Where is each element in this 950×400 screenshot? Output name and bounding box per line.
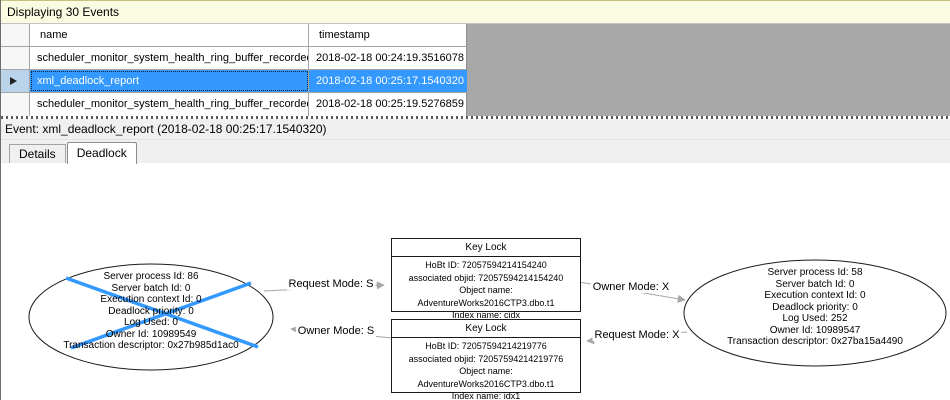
row-header-gutter[interactable] (1, 47, 30, 69)
process-node-survivor-text[interactable]: Server process Id: 58 Server batch Id: 0… (684, 267, 946, 348)
process-attr: Server process Id: 58 (767, 267, 863, 278)
row-header-gutter[interactable] (1, 70, 30, 92)
edge-label-request-mode-s: Request Mode: S (286, 278, 376, 290)
lock-attr: Object name: AdventureWorks2016CTP3.dbo.… (417, 366, 555, 389)
events-grid-area: name timestamp scheduler_monitor_system_… (1, 24, 950, 116)
process-node-victim[interactable] (28, 263, 274, 371)
lock-node-cidx[interactable]: Key Lock HoBt ID: 72057594214154240 asso… (391, 238, 581, 320)
lock-attr: Object name: AdventureWorks2016CTP3.dbo.… (417, 285, 555, 308)
process-attr: Log Used: 0 (124, 317, 178, 328)
process-node-victim-text[interactable]: Server process Id: 86 Server batch Id: 0… (29, 271, 273, 352)
event-timestamp-cell[interactable]: 2018-02-18 00:25:17.1540320 (309, 70, 467, 92)
detail-tabstrip: Details Deadlock (1, 140, 950, 164)
lock-attr: associated objid: 72057594214154240 (408, 272, 564, 283)
process-attr: Execution context Id: 0 (764, 290, 866, 301)
process-attr: Owner Id: 10989549 (105, 328, 197, 340)
event-timestamp-cell[interactable]: 2018-02-18 00:24:19.3516078 (316, 52, 465, 64)
grid-empty-filler (467, 24, 950, 116)
lock-attr: Index name: idx1 (451, 391, 521, 400)
event-header-text: Event: xml_deadlock_report (2018-02-18 0… (5, 122, 327, 136)
pane-splitter[interactable] (1, 116, 950, 119)
events-count-text: Displaying 30 Events (7, 5, 120, 19)
row-header-gutter[interactable] (1, 93, 30, 116)
tab-details[interactable]: Details (9, 144, 66, 163)
lock-node-title: Key Lock (392, 320, 580, 338)
process-attr: Deadlock priority: 0 (772, 301, 858, 313)
process-attr: Transaction descriptor: 0x27b985d1ac0 (63, 340, 239, 351)
process-attr: Server batch Id: 0 (111, 282, 191, 294)
process-attr: Deadlock priority: 0 (108, 305, 194, 317)
table-row-selected[interactable]: xml_deadlock_report 2018-02-18 00:25:17.… (1, 70, 467, 93)
edge-label-owner-mode-s: Owner Mode: S (295, 325, 377, 337)
event-name-cell[interactable]: xml_deadlock_report (30, 70, 309, 92)
lock-attr: HoBt ID: 72057594214154240 (425, 260, 547, 270)
current-row-arrow-icon (10, 77, 17, 85)
process-attr: Log Used: 252 (782, 313, 848, 324)
event-name-cell[interactable]: scheduler_monitor_system_health_ring_buf… (30, 47, 309, 69)
events-grid: name timestamp scheduler_monitor_system_… (1, 24, 467, 116)
process-attr: Server batch Id: 0 (775, 278, 855, 290)
lock-node-title: Key Lock (392, 239, 580, 257)
lock-node-idx1[interactable]: Key Lock HoBt ID: 72057594214219776 asso… (391, 319, 581, 400)
process-attr: Execution context Id: 0 (100, 294, 202, 305)
process-attr: Owner Id: 10989547 (769, 324, 861, 336)
process-attr: Server process Id: 86 (103, 271, 199, 282)
lock-attr: associated objid: 72057594214219776 (408, 353, 564, 364)
column-header-name[interactable]: name (30, 24, 309, 46)
grid-header-corner (1, 24, 30, 46)
event-header-bar: Event: xml_deadlock_report (2018-02-18 0… (1, 119, 950, 140)
table-row[interactable]: scheduler_monitor_system_health_ring_buf… (1, 47, 466, 70)
lock-attr: HoBt ID: 72057594214219776 (425, 341, 547, 351)
process-node-survivor[interactable] (683, 259, 947, 367)
grid-header-row: name timestamp (1, 24, 466, 47)
victim-cross-icon (65, 276, 259, 350)
event-timestamp-cell[interactable]: 2018-02-18 00:25:19.5276859 (316, 98, 465, 110)
events-count-bar: Displaying 30 Events (1, 0, 950, 24)
edge-label-request-mode-x: Request Mode: X (592, 329, 682, 341)
lock-node-body: HoBt ID: 72057594214219776 associated ob… (392, 338, 580, 400)
lock-attr: Index name: cidx (451, 310, 521, 320)
tab-deadlock[interactable]: Deadlock (66, 142, 137, 164)
process-attr: Transaction descriptor: 0x27ba15a4490 (727, 336, 903, 347)
table-row[interactable]: scheduler_monitor_system_health_ring_buf… (1, 93, 466, 116)
deadlock-graph-pane: Server process Id: 86 Server batch Id: 0… (1, 163, 950, 400)
event-name-cell[interactable]: scheduler_monitor_system_health_ring_buf… (30, 93, 309, 116)
edge-label-owner-mode-x: Owner Mode: X (590, 281, 672, 293)
lock-node-body: HoBt ID: 72057594214154240 associated ob… (392, 257, 580, 322)
column-header-timestamp[interactable]: timestamp (319, 29, 370, 41)
